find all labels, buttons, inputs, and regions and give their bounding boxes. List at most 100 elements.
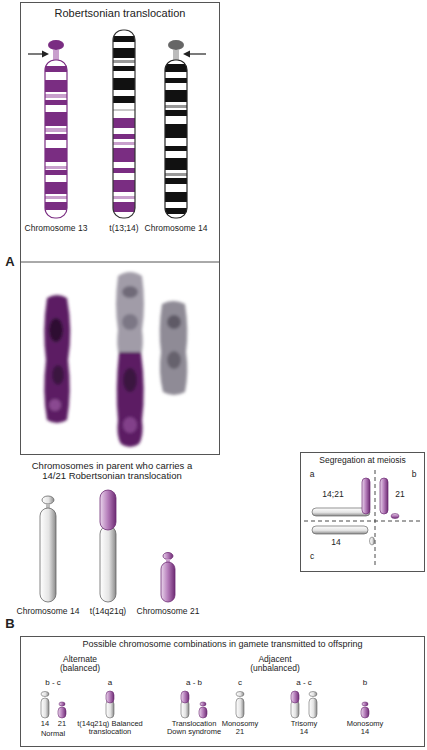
chromosome-13-ideogram — [45, 66, 67, 72]
chromosome-label: Chromosome 13 — [19, 224, 93, 233]
chromosome-micrograph — [123, 417, 137, 433]
gamete-letters: b — [358, 679, 372, 688]
panel-letter: B — [2, 617, 18, 631]
meiosis-trivalent — [304, 470, 420, 568]
segregation-type: Alternate (balanced) — [50, 655, 110, 674]
gamete-trisomy-14 — [309, 698, 317, 718]
chromosome-14-ideogram — [173, 50, 179, 60]
translocation-ideogram — [113, 30, 135, 218]
gamete-trisomy-14 — [309, 692, 317, 697]
chromosome-13-ideogram — [45, 134, 67, 140]
chromosome-label: 14 — [328, 538, 344, 547]
box-title: Segregation at meiosis — [301, 455, 424, 465]
outcome-label: Trisomy 14 — [287, 720, 321, 737]
translocation-ideogram — [113, 36, 135, 42]
gamete-balanced — [106, 691, 114, 703]
translocation-ideogram — [113, 110, 135, 111]
box-title: Robertsonian translocation — [21, 7, 219, 20]
chromosome-micrograph — [116, 272, 144, 355]
panel-divider — [20, 262, 220, 263]
chromosome-13-ideogram — [45, 202, 67, 210]
meiosis-trivalent — [312, 508, 370, 516]
gamete-letters: b - c — [38, 679, 68, 688]
chromosome-14-ideogram — [165, 60, 187, 218]
meiosis-trivalent — [380, 478, 388, 514]
translocation-ideogram — [113, 134, 135, 139]
chromosome-micrograph — [122, 286, 138, 298]
chromosome-14-drawing — [42, 496, 54, 504]
chromosome-13-ideogram — [45, 166, 67, 169]
gamete-letters: a - c — [289, 679, 319, 688]
pointer-arrow — [42, 51, 49, 58]
chromosome-13-ideogram — [45, 128, 67, 132]
pointer-arrow — [183, 51, 206, 58]
chromosome-14-ideogram — [165, 105, 187, 108]
chromosome-14-ideogram — [165, 146, 187, 151]
chromosome-14-drawing — [40, 508, 56, 602]
chromosome-micrograph — [117, 352, 144, 447]
segregation-letter: c — [306, 552, 318, 561]
gamete-down-syndrome — [181, 691, 189, 703]
chromosome-label: Chromosome 21 — [133, 607, 203, 616]
translocation-ideogram — [113, 168, 135, 173]
chromosome-13-ideogram — [45, 60, 67, 218]
translocation-ideogram — [113, 48, 135, 58]
chromosome-13-ideogram — [45, 60, 67, 218]
translocation-ideogram — [113, 118, 135, 128]
chromosome-14-ideogram — [165, 64, 187, 72]
chromosome-micrograph — [167, 351, 181, 369]
translocation-ideogram — [113, 96, 135, 103]
meiosis-trivalent — [312, 526, 368, 534]
gamete-down-syndrome — [181, 691, 207, 718]
chromosome-13-ideogram — [45, 80, 67, 92]
chromosome-13-ideogram — [45, 40, 67, 218]
chromosome-micrograph — [44, 295, 70, 423]
inset-box: Segregation at meiosis — [300, 452, 425, 572]
gamete-normal — [58, 707, 66, 718]
chromosome-14-ideogram — [165, 158, 187, 170]
meiosis-trivalent — [362, 478, 370, 514]
chromosome-14-drawing — [40, 496, 56, 602]
pointer-arrow — [190, 53, 206, 54]
chromosome-13-ideogram — [45, 100, 67, 105]
chromosome-13-ideogram — [45, 170, 67, 175]
chromosome-micrograph — [49, 399, 61, 411]
outcome-label: Monosomy 21 — [220, 720, 260, 737]
chromosome-13-ideogram — [45, 112, 67, 126]
chromosome-21-drawing — [163, 553, 173, 560]
chromosome-13-ideogram — [45, 182, 67, 194]
segregation-letter: b — [408, 470, 420, 479]
meiosis-trivalent — [391, 514, 399, 519]
chromosome-14-ideogram — [165, 124, 187, 138]
outcome-label: Normal — [36, 730, 70, 738]
chromosome-14-ideogram — [165, 78, 187, 83]
chromosome-label: Chromosome 14 — [143, 224, 209, 233]
translocation-ideogram — [113, 148, 135, 162]
outcome-label: t(14q21q) Balanced translocation — [72, 720, 148, 737]
chromosome-micrograph — [167, 315, 181, 329]
chromosome-14-ideogram — [165, 90, 187, 102]
chromosome-14-ideogram — [165, 110, 187, 116]
outcome-label: Monosomy 14 — [345, 720, 385, 737]
translocation-ideogram — [113, 202, 135, 212]
gamete-balanced — [106, 691, 114, 718]
chromosome-micrograph — [52, 365, 64, 385]
gamete-monosomy-21 — [236, 698, 244, 718]
gamete-letters: a — [103, 679, 117, 688]
chromosome-label: Chromosome 14 — [13, 607, 83, 616]
gamete-monosomy-14 — [361, 702, 369, 718]
gamete-normal — [59, 702, 65, 706]
gamete-letters: c — [233, 679, 247, 688]
translocation-ideogram — [113, 196, 135, 199]
chromosome-14-ideogram — [165, 178, 187, 184]
translocation-drawing — [100, 526, 116, 602]
chromosome-14-ideogram — [165, 60, 187, 218]
meiosis-trivalent — [375, 470, 376, 568]
chromosome-label: t(13;14) — [102, 224, 146, 233]
chromosome-label: t(14q21q) — [83, 607, 133, 616]
translocation-ideogram — [113, 30, 135, 218]
gamete-monosomy-14 — [361, 707, 369, 718]
panel-letter: A — [2, 255, 18, 269]
